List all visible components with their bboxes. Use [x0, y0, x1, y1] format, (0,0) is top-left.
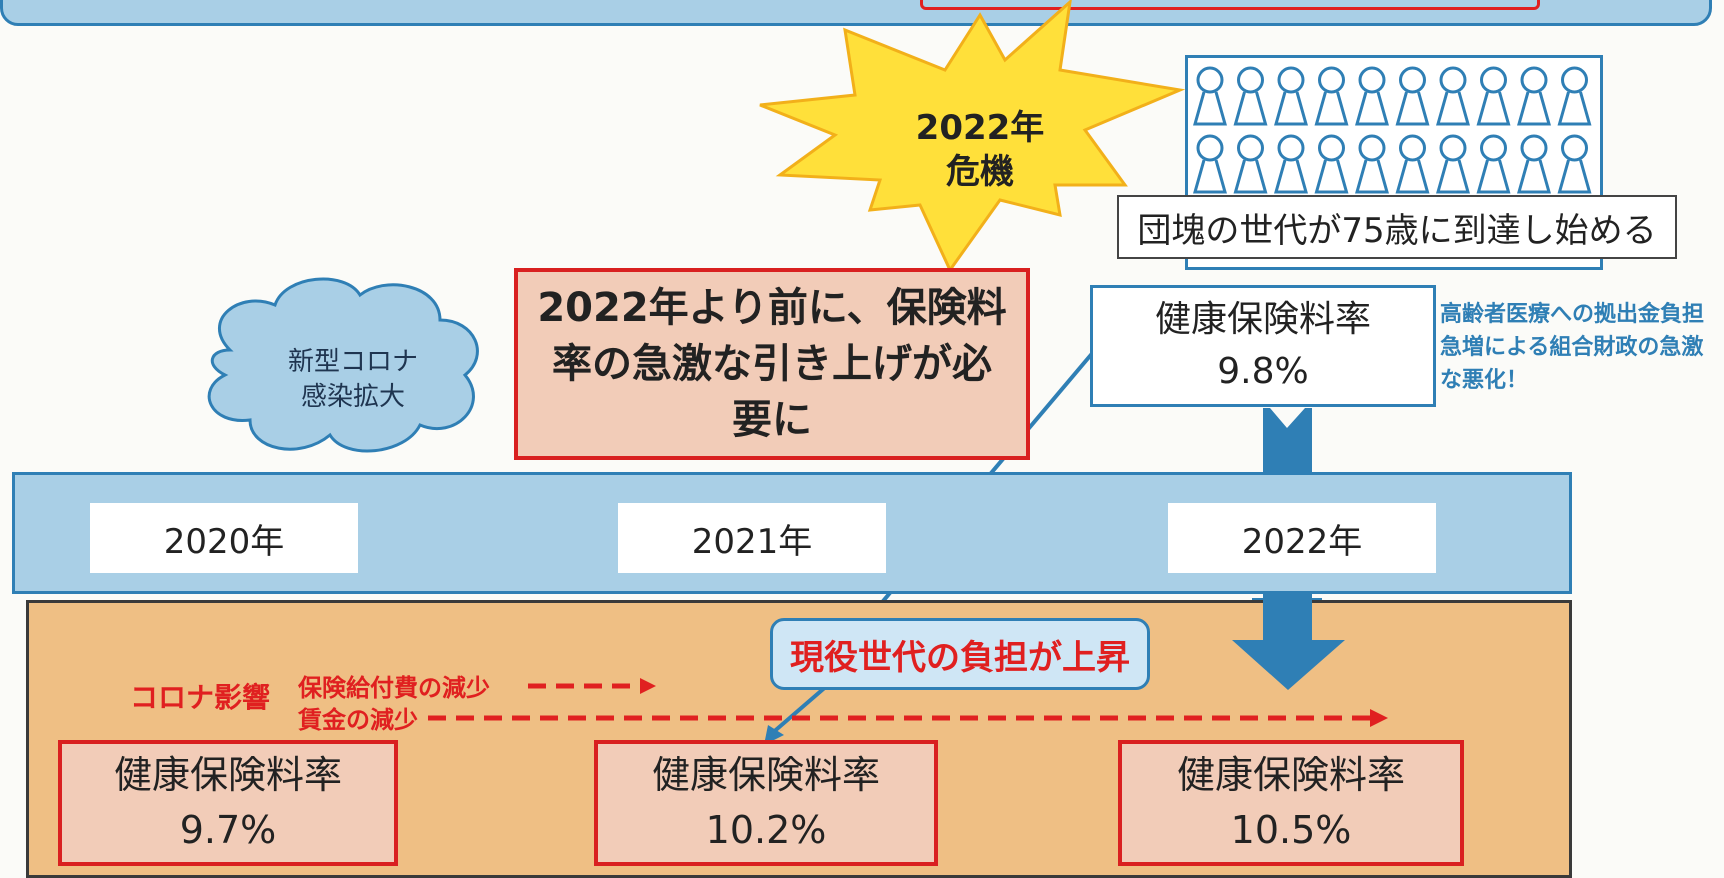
person-body-icon: [1355, 159, 1389, 194]
person-body-icon: [1233, 91, 1268, 126]
person-head-icon: [1561, 134, 1588, 162]
person-body-icon: [1314, 91, 1349, 126]
person-body-icon: [1517, 159, 1551, 194]
person-body-icon: [1517, 91, 1551, 126]
benefit-decrease-label: 保険給付費の減少: [298, 674, 490, 702]
person-head-icon: [1520, 66, 1548, 94]
person-head-icon: [1480, 66, 1507, 94]
covid-cloud-text: 新型コロナ 感染拡大: [258, 340, 448, 420]
person-body-icon: [1274, 159, 1308, 194]
person-head-icon: [1277, 134, 1305, 162]
elderly-care-note: 高齢者医療への拠出金負担急増による組合財政の急激な悪化！: [1440, 302, 1705, 393]
crowd-people-icon: [1193, 66, 1592, 194]
person-head-icon: [1196, 134, 1224, 162]
person-body-icon: [1274, 91, 1308, 126]
baby-boomers-caption: 団塊の世代が75歳に到達し始める: [1117, 195, 1677, 259]
arrowhead-icon: [1370, 709, 1388, 727]
rate-box-2022-bottom: 健康保険料率 10.5%: [1118, 740, 1464, 866]
down-arrow-lower-icon: [1232, 600, 1345, 690]
person-head-icon: [1399, 134, 1426, 162]
crisis-label: 2022年 危機: [880, 95, 1080, 205]
person-body-icon: [1193, 159, 1227, 194]
person-body-icon: [1314, 159, 1349, 194]
rate-2021-value: 10.2%: [705, 808, 827, 852]
rate-2021-label: 健康保険料率: [651, 752, 880, 797]
rate-2022-label: 健康保険料率: [1154, 298, 1371, 340]
rate-2020-label: 健康保険料率: [113, 752, 342, 797]
person-head-icon: [1237, 66, 1264, 94]
person-body-icon: [1395, 159, 1430, 194]
rate-box-2021: 健康保険料率 10.2%: [594, 740, 938, 866]
person-head-icon: [1561, 66, 1588, 94]
rate-2020-value: 9.7%: [179, 808, 277, 852]
person-head-icon: [1358, 134, 1386, 162]
rate-box-2020: 健康保険料率 9.7%: [58, 740, 398, 866]
rate-2022-bottom-label: 健康保険料率: [1176, 752, 1405, 797]
person-head-icon: [1439, 134, 1467, 162]
covid-effect-label: コロナ影響: [130, 681, 271, 714]
person-head-icon: [1480, 134, 1507, 162]
covid-line-2: 感染拡大: [300, 382, 405, 412]
rate-2022-value: 9.8%: [1217, 351, 1309, 392]
person-head-icon: [1399, 66, 1426, 94]
crisis-year: 2022年: [915, 107, 1045, 148]
arrowhead-icon: [640, 678, 656, 694]
person-head-icon: [1196, 66, 1224, 94]
premium-raise-box: 2022年より前に、保険料率の急激な引き上げが必要に: [514, 268, 1030, 460]
top-banner-highlight: [920, 0, 1540, 10]
wage-decrease-label: 賃金の減少: [298, 706, 418, 734]
person-body-icon: [1436, 159, 1470, 194]
person-body-icon: [1355, 91, 1389, 126]
covid-line-1: 新型コロナ: [287, 346, 418, 377]
burden-rise-bubble: 現役世代の負担が上昇: [770, 618, 1150, 690]
person-body-icon: [1557, 159, 1592, 194]
person-body-icon: [1476, 91, 1511, 126]
rate-2022-box: 健康保険料率 9.8%: [1090, 285, 1436, 407]
person-head-icon: [1237, 134, 1264, 162]
person-head-icon: [1358, 66, 1386, 94]
person-head-icon: [1520, 134, 1548, 162]
person-body-icon: [1476, 159, 1511, 194]
year-2020: 2020年: [90, 503, 358, 573]
starburst-icon: [759, 0, 1186, 273]
top-banner: [0, 0, 1712, 26]
rate-2022-bottom-value: 10.5%: [1230, 808, 1352, 852]
person-head-icon: [1439, 66, 1467, 94]
person-head-icon: [1318, 134, 1345, 162]
person-body-icon: [1395, 91, 1430, 126]
person-body-icon: [1193, 91, 1227, 126]
crisis-word: 危機: [946, 152, 1014, 192]
person-body-icon: [1436, 91, 1470, 126]
person-head-icon: [1277, 66, 1305, 94]
year-2021: 2021年: [618, 503, 886, 573]
person-head-icon: [1318, 66, 1345, 94]
person-body-icon: [1233, 159, 1268, 194]
year-2022: 2022年: [1168, 503, 1436, 573]
person-body-icon: [1557, 91, 1592, 126]
cloud-icon: [207, 277, 479, 453]
